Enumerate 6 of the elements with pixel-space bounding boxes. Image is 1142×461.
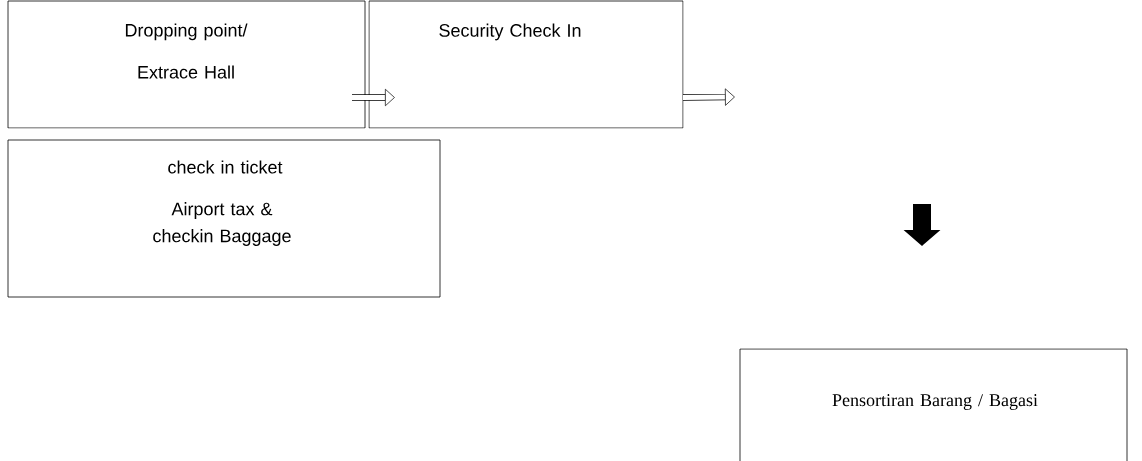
process-box: check in ticket Airport tax & checkin Baggage (7, 139, 441, 298)
arrow (683, 88, 735, 106)
sorting-box: Pensortiran Barang / Bagasi (739, 348, 1128, 461)
process-box: Security Check In (368, 0, 684, 129)
process-box: Dropping point/ Extrace Hall (7, 0, 366, 129)
arrow (352, 88, 395, 107)
